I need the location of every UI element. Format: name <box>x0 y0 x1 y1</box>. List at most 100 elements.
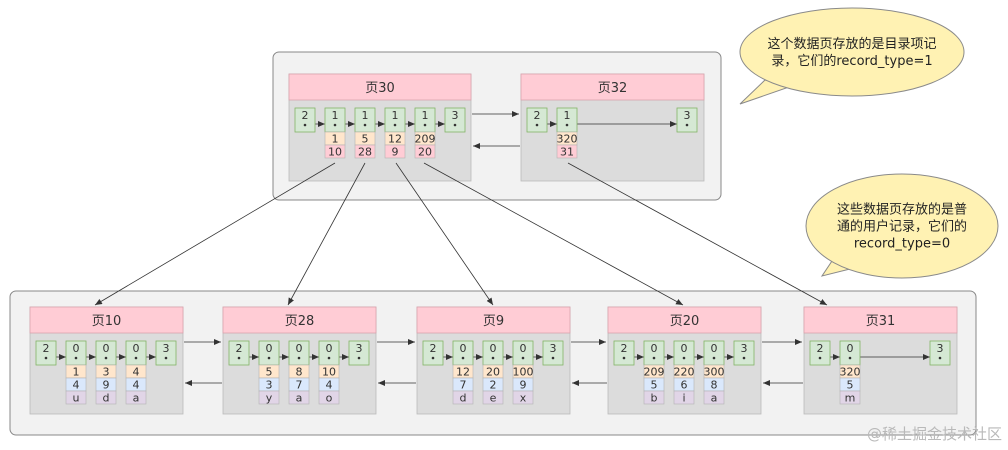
record-box <box>348 340 370 366</box>
watermark-text: @稀土掘金技术社区 <box>866 425 1002 443</box>
record-dot <box>712 356 716 360</box>
record-field-cell <box>65 390 87 405</box>
record-type-label: 2 <box>621 342 628 355</box>
record-box <box>155 340 177 366</box>
record-type-label: 3 <box>163 342 170 355</box>
record-type-label: 0 <box>133 342 140 355</box>
record-field-value: 100 <box>513 366 534 379</box>
record-type-label: 0 <box>326 342 333 355</box>
record-dot <box>938 356 942 360</box>
callout-line: 通的用户记录，它们的 <box>837 219 967 235</box>
callout-line: 录，它们的record_type=1 <box>771 53 932 69</box>
record-field-value: 7 <box>296 379 303 392</box>
record-dot <box>393 123 397 127</box>
record-field-cell <box>556 144 578 159</box>
page-title: 页9 <box>483 314 504 329</box>
record-field-value: 209 <box>644 366 665 379</box>
record-type-label: 0 <box>651 342 658 355</box>
record-dot <box>565 123 569 127</box>
record-field-value: 1 <box>332 133 339 146</box>
record-dot <box>104 356 108 360</box>
record-dot <box>453 123 457 127</box>
record-box <box>809 340 831 366</box>
record-dot <box>431 356 435 360</box>
record-dot <box>164 356 168 360</box>
record-field-value: 320 <box>557 133 578 146</box>
record-field-cell <box>354 144 376 159</box>
record-field-value: 300 <box>704 366 725 379</box>
record-dot <box>652 356 656 360</box>
record-field-cell <box>482 390 504 405</box>
record-field-cell <box>839 390 861 405</box>
record-type-label: 2 <box>43 342 50 355</box>
record-type-label: 0 <box>73 342 80 355</box>
record-type-label: 2 <box>817 342 824 355</box>
record-type-label: 0 <box>711 342 718 355</box>
record-field-value: 8 <box>296 366 303 379</box>
record-field-value: 28 <box>358 146 372 159</box>
page-header <box>288 73 472 101</box>
record-dot <box>327 356 331 360</box>
page-title: 页32 <box>598 81 628 96</box>
record-dot <box>818 356 822 360</box>
record-field-value: 10 <box>328 146 342 159</box>
record-type-label: 3 <box>550 342 557 355</box>
record-field-value: 20 <box>418 146 432 159</box>
record-field-value: y <box>266 392 273 405</box>
record-dot <box>682 356 686 360</box>
record-field-value: i <box>682 392 685 405</box>
record-field-cell <box>324 144 346 159</box>
record-dot <box>848 356 852 360</box>
page-header <box>607 306 762 334</box>
record-field-value: 4 <box>326 379 333 392</box>
record-dot <box>622 356 626 360</box>
record-dot <box>685 123 689 127</box>
record-field-value: 9 <box>103 379 110 392</box>
record-type-label: 3 <box>684 109 691 122</box>
record-field-cell <box>673 390 695 405</box>
record-field-value: m <box>845 392 856 405</box>
record-field-value: 20 <box>486 366 500 379</box>
record-type-label: 0 <box>266 342 273 355</box>
record-field-value: d <box>103 392 110 405</box>
record-box <box>35 340 57 366</box>
record-type-label: 0 <box>681 342 688 355</box>
record-field-cell <box>512 390 534 405</box>
record-field-value: 3 <box>266 379 273 392</box>
record-type-label: 1 <box>392 109 399 122</box>
record-field-value: 2 <box>490 379 497 392</box>
record-dot <box>74 356 78 360</box>
child-pointer-10 <box>94 162 336 306</box>
record-field-value: 4 <box>133 379 140 392</box>
record-field-value: 1 <box>73 366 80 379</box>
record-box <box>676 107 698 133</box>
record-box <box>526 107 548 133</box>
record-dot <box>297 356 301 360</box>
record-dot <box>134 356 138 360</box>
record-box <box>422 340 444 366</box>
record-field-value: 12 <box>388 133 402 146</box>
record-field-value: u <box>73 392 80 405</box>
record-box <box>228 340 250 366</box>
record-field-value: 5 <box>847 379 854 392</box>
record-field-value: 320 <box>840 366 861 379</box>
record-field-value: x <box>520 392 527 405</box>
record-box <box>613 340 635 366</box>
record-field-value: 9 <box>520 379 527 392</box>
record-type-label: 2 <box>236 342 243 355</box>
record-dot <box>44 356 48 360</box>
record-field-cell <box>95 390 117 405</box>
record-type-label: 0 <box>490 342 497 355</box>
record-dot <box>267 356 271 360</box>
record-field-value: o <box>326 392 333 405</box>
record-field-value: 7 <box>460 379 467 392</box>
record-dot <box>461 356 465 360</box>
record-field-value: 5 <box>362 133 369 146</box>
record-type-label: 2 <box>302 109 309 122</box>
